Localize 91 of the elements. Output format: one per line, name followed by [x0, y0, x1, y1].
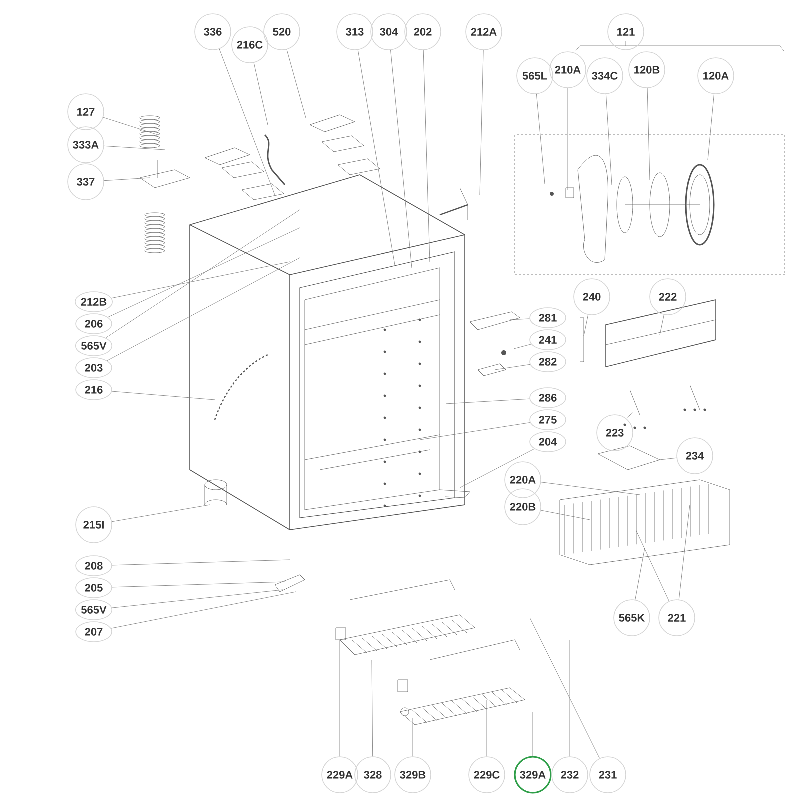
leader-line — [678, 504, 690, 600]
leader-line — [532, 712, 534, 756]
callout-number: 204 — [530, 432, 566, 452]
callout-number: 241 — [530, 330, 566, 350]
callout-number: 229A — [322, 756, 358, 794]
callout-number: 229C — [468, 756, 506, 794]
callout-number: 205 — [76, 578, 112, 598]
leader-line — [480, 50, 484, 196]
leader-line — [541, 482, 640, 496]
callout-number: 232 — [552, 756, 588, 794]
callout-number: 120A — [698, 58, 734, 94]
callout-number: 222 — [650, 278, 686, 316]
leader-line — [103, 117, 158, 136]
callout-number: 520 — [264, 14, 300, 50]
leader-line — [254, 62, 268, 126]
leader-line — [514, 344, 532, 350]
leader-line — [112, 590, 284, 608]
leader-line — [112, 391, 216, 400]
callout-number: 328 — [354, 756, 392, 794]
callout-number: 223 — [596, 414, 634, 452]
callout-number: 202 — [404, 14, 442, 50]
callout-number: 216 — [76, 380, 112, 400]
callout-number: 121 — [608, 14, 644, 50]
leader-line — [536, 94, 546, 184]
leader-line — [107, 258, 300, 362]
leader-line — [106, 210, 300, 338]
leader-line — [636, 530, 670, 602]
leader-line — [423, 50, 430, 262]
leader-line — [494, 364, 530, 370]
leader-line — [104, 146, 166, 150]
leader-line — [540, 510, 590, 520]
leader-line — [420, 422, 530, 440]
callout-number: 215I — [76, 506, 112, 544]
callout-number: 286 — [530, 388, 566, 408]
callout-number: 282 — [530, 352, 566, 372]
callout-number: 127 — [68, 94, 104, 130]
leader-line — [606, 94, 612, 186]
leader-line — [412, 718, 414, 757]
callout-number: 234 — [676, 438, 714, 474]
callout-number: 565V — [75, 336, 113, 356]
callout-number: 221 — [658, 600, 696, 636]
leader-line — [584, 314, 588, 336]
leader-line — [446, 398, 530, 404]
callout-number: 206 — [76, 314, 112, 334]
leader-line — [112, 262, 290, 299]
callout-number: 207 — [76, 622, 112, 642]
callout-number: 203 — [76, 358, 112, 378]
callout-number: 329B — [394, 756, 432, 794]
leader-line — [510, 318, 530, 320]
leader-line — [219, 49, 276, 196]
leader-line — [647, 88, 650, 180]
callout-number: 212B — [75, 292, 113, 312]
leader-line — [660, 314, 664, 336]
leader-line — [111, 592, 296, 629]
leader-line — [635, 548, 646, 600]
callout-number: 334C — [586, 58, 624, 94]
leader-line — [372, 660, 374, 757]
callout-number: 565V — [75, 600, 113, 620]
callout-number: 275 — [530, 410, 566, 430]
leader-line — [112, 504, 210, 522]
callout-number: 337 — [68, 164, 104, 200]
callout-number: 120B — [628, 52, 666, 88]
leader-line — [708, 94, 714, 160]
leader-line — [104, 178, 150, 182]
leader-line — [390, 50, 412, 268]
callout-number: 333A — [68, 126, 104, 164]
leader-line — [626, 412, 634, 420]
leader-line — [358, 50, 396, 266]
leader-line — [112, 582, 286, 588]
callout-number: 336 — [194, 14, 232, 50]
callout-number: 231 — [590, 756, 626, 794]
leader-line — [286, 50, 306, 118]
callout-number: 240 — [574, 278, 610, 316]
leader-line — [486, 700, 488, 757]
callout-number: 313 — [336, 14, 374, 50]
callout-number: 281 — [530, 308, 566, 328]
callout-number: 220A — [504, 462, 542, 498]
callout-number: 208 — [76, 556, 112, 576]
callout-number: 329A — [514, 756, 552, 794]
callout-number: 304 — [370, 14, 408, 50]
leader-line — [112, 560, 290, 566]
callout-number: 220B — [504, 488, 542, 526]
leader-line — [460, 448, 535, 488]
callout-number: 565L — [516, 58, 554, 94]
leader-line — [530, 618, 600, 759]
callout-number: 565K — [614, 600, 650, 636]
leader-line — [108, 228, 300, 318]
leader-line — [660, 458, 677, 460]
callout-number: 216C — [232, 26, 268, 64]
callout-number: 210A — [550, 52, 586, 88]
callout-number: 212A — [466, 14, 502, 50]
